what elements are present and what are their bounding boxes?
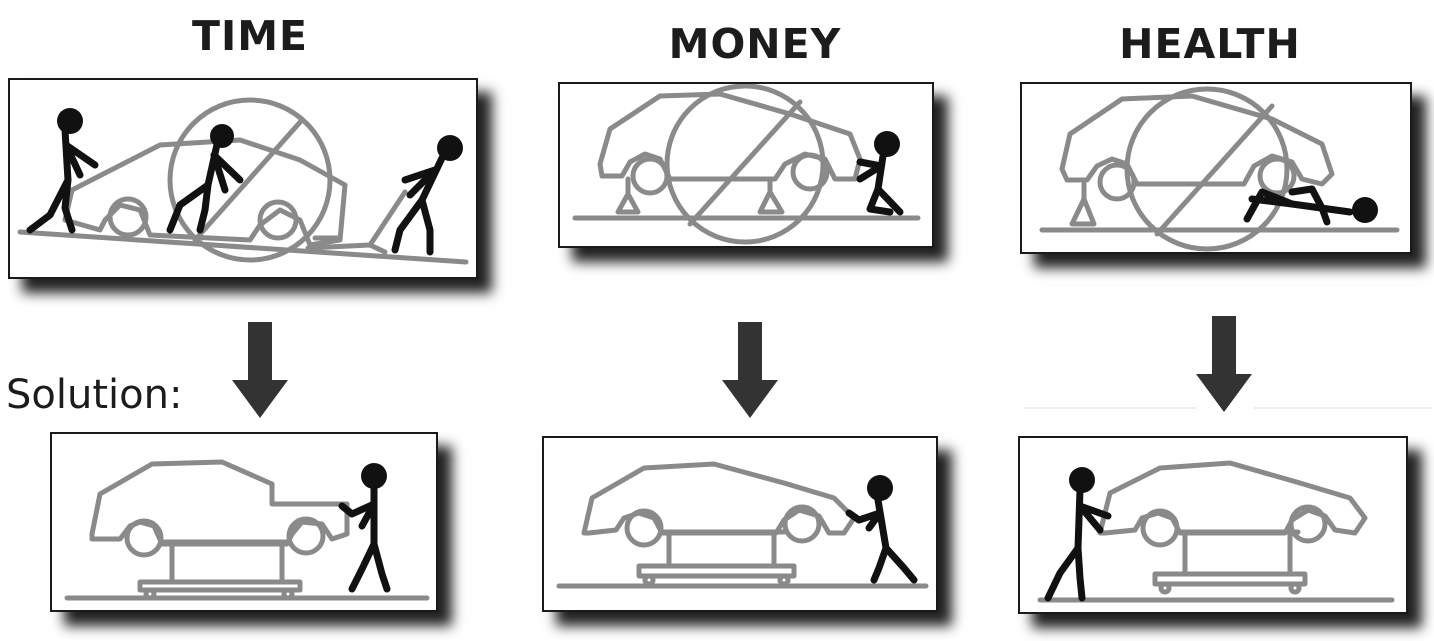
health-solution-illustration [1020,438,1406,612]
money-problem-panel [558,82,934,248]
solution-label: Solution: [6,372,182,418]
money-problem-illustration [560,84,932,246]
time-problem-panel [8,78,478,279]
column-title-time: TIME [150,12,350,60]
time-problem-illustration [10,80,476,277]
down-arrow-icon [232,322,288,418]
time-solution-panel [50,432,438,612]
column-title-money: MONEY [640,20,870,68]
health-problem-illustration [1022,84,1410,252]
down-arrow-icon [722,322,778,418]
money-solution-panel [542,436,938,612]
time-solution-illustration [52,434,436,610]
column-title-health: HEALTH [1090,20,1330,68]
health-solution-panel [1018,436,1408,614]
money-solution-illustration [544,438,936,610]
down-arrow-icon [1196,316,1252,412]
health-problem-panel [1020,82,1412,254]
divider-line [1254,407,1432,409]
divider-line [1024,407,1196,409]
